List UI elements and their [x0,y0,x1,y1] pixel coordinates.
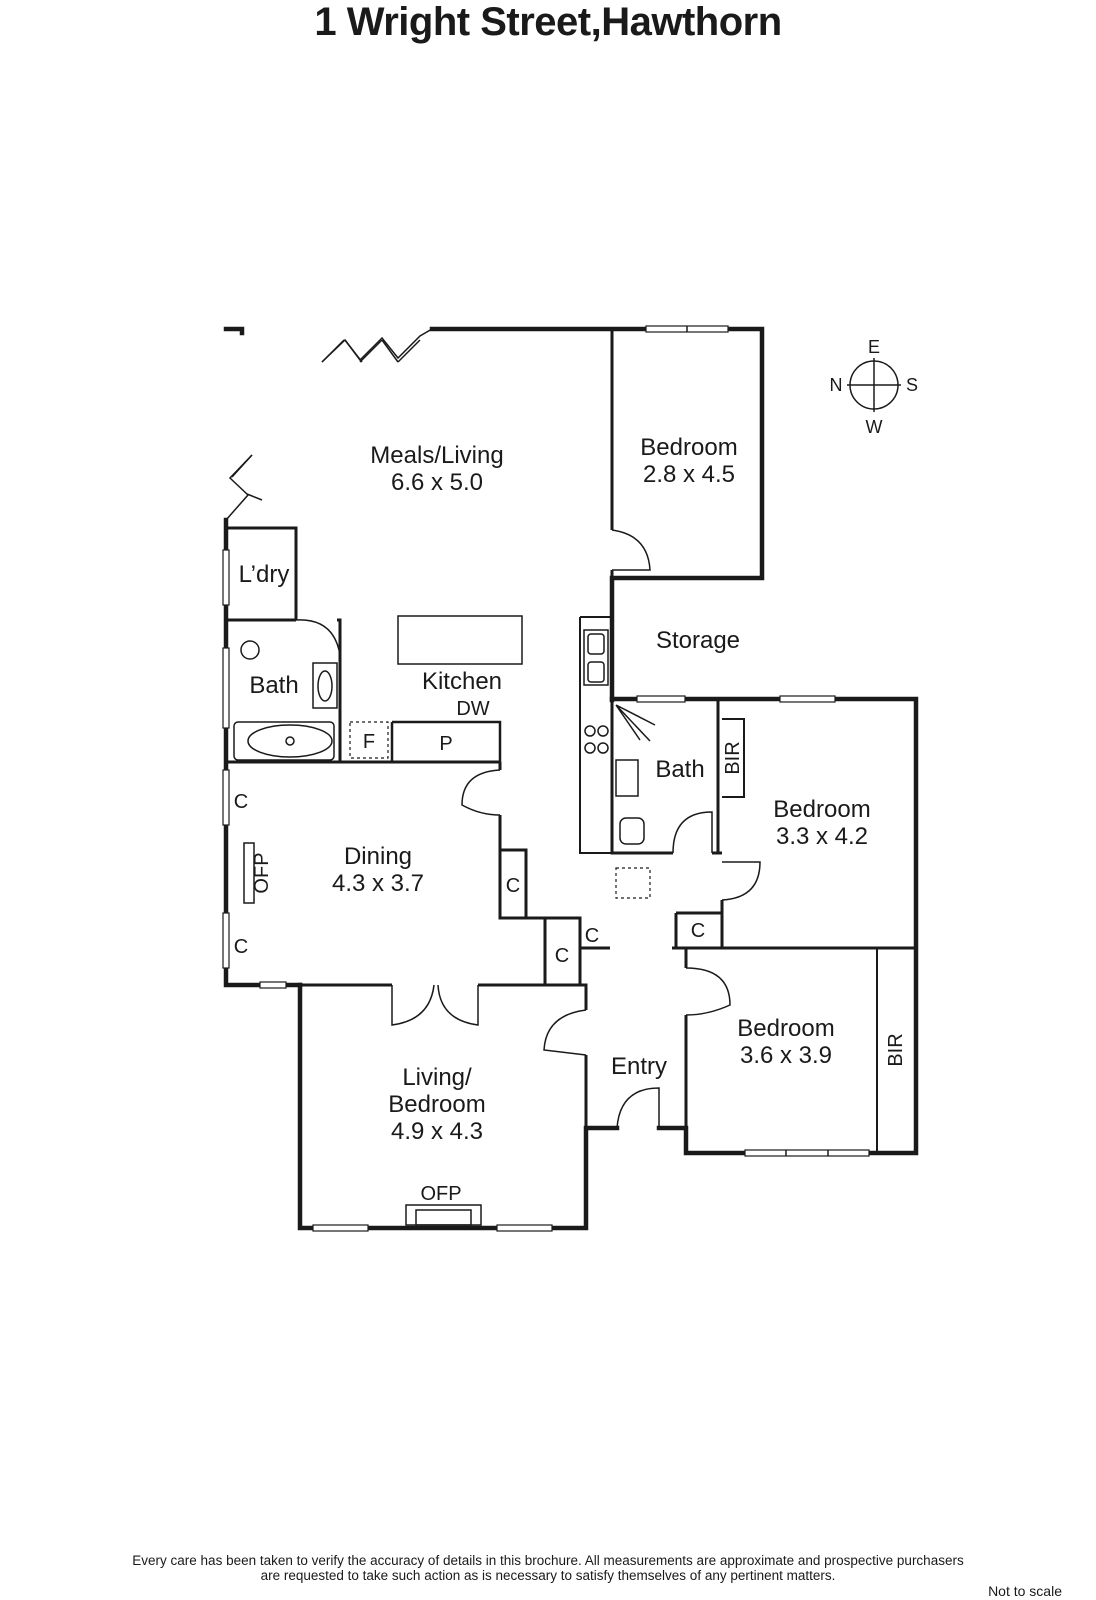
not-to-scale-note: Not to scale [988,1583,1062,1599]
disclaimer-line-2: are requested to take such action as is … [260,1568,836,1583]
kitchen-fridge: F [363,731,375,753]
bedroom-bottom-name: Bedroom [737,1015,834,1042]
compass-rose: E N S W [830,337,919,437]
bath-left-name: Bath [249,672,298,699]
fixtures [233,615,656,1226]
cupboard-label: C [234,936,248,958]
room-labels: Meals/Living 6.6 x 5.0 Bedroom 2.8 x 4.5… [239,434,907,1205]
doors [225,328,761,1129]
compass-south: S [906,375,918,395]
cupboard-label: C [555,945,569,967]
exterior-walls [223,326,919,1231]
laundry-name: L’dry [239,561,290,588]
living-bedroom-name-2: Bedroom [388,1091,485,1118]
cupboard-label: C [585,925,599,947]
bedroom-mid-name: Bedroom [773,796,870,823]
meals-living-size: 6.6 x 5.0 [391,469,483,496]
dining-ofp: OFP [251,852,273,893]
compass-west: W [866,417,883,437]
living-bedroom-name-1: Living/ [402,1064,472,1091]
living-bedroom-ofp: OFP [420,1183,461,1205]
dining-name: Dining [344,843,412,870]
cupboard-label: C [234,791,248,813]
entry-name: Entry [611,1053,667,1080]
bedroom-bottom-bir: BIR [885,1033,907,1066]
compass-north: N [830,375,843,395]
windows [222,325,870,1232]
bath-center-name: Bath [655,756,704,783]
cupboard-label: C [506,875,520,897]
kitchen-pantry: P [439,733,452,755]
disclaimer-line-1: Every care has been taken to verify the … [132,1553,964,1568]
interior-walls [226,329,916,1153]
cupboard-label: C [691,920,705,942]
disclaimer: Every care has been taken to verify the … [0,1553,1096,1583]
kitchen-name: Kitchen [422,668,502,695]
dining-size: 4.3 x 3.7 [332,870,424,897]
bedroom-top-name: Bedroom [640,434,737,461]
storage-name: Storage [656,627,740,654]
bedroom-bottom-size: 3.6 x 3.9 [740,1042,832,1069]
bedroom-top-size: 2.8 x 4.5 [643,461,735,488]
kitchen-dw: DW [456,698,489,720]
bedroom-mid-bir: BIR [722,741,744,774]
meals-living-name: Meals/Living [370,442,503,469]
bedroom-mid-size: 3.3 x 4.2 [776,823,868,850]
page-title: 1 Wright Street,Hawthorn [314,0,782,44]
cupboard-labels: C C C C C C [234,791,705,967]
living-bedroom-size: 4.9 x 4.3 [391,1118,483,1145]
compass-east: E [868,337,880,357]
